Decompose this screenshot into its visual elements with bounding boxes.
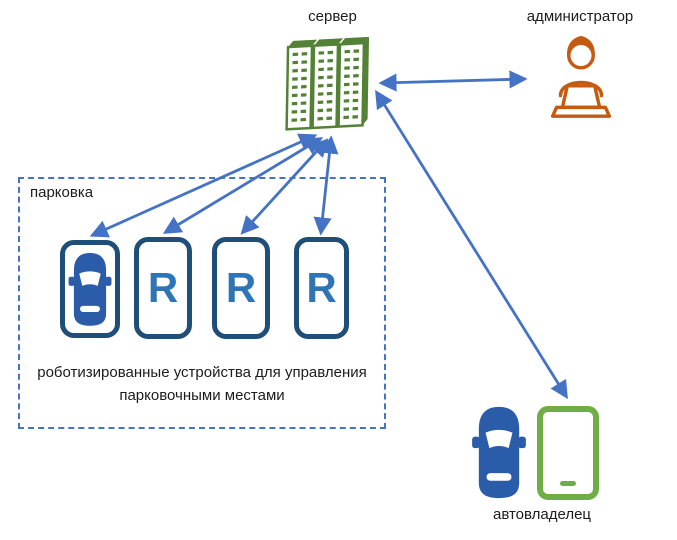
server-label: сервер (308, 8, 357, 25)
smartphone-home-dash (560, 481, 576, 486)
parking-zone (18, 177, 386, 429)
parking-spot-occupied (60, 240, 120, 338)
administrator-icon (537, 30, 625, 128)
robot-label: R (147, 264, 179, 311)
administrator-label: администратор (526, 8, 634, 25)
robot-label: R (225, 264, 257, 311)
parking-caption-line1: роботизированные устройства для управлен… (37, 364, 367, 381)
parking-spot-robot-2: R (212, 237, 270, 339)
arrow-server-spot-4 (313, 135, 339, 236)
smartphone-icon (537, 406, 599, 500)
arrow-server-owner (375, 89, 568, 400)
car-icon (472, 406, 526, 499)
owner-label: автовладелец (492, 506, 592, 523)
robot-label: R (306, 264, 337, 311)
parking-spot-robot-3: R (294, 237, 349, 339)
car-icon (68, 252, 112, 326)
arrow-server-spot-3 (240, 138, 329, 235)
smartphone-body (537, 406, 599, 500)
server-icon (283, 28, 375, 134)
owner-car-icon (470, 404, 528, 500)
parking-label: парковка (30, 184, 94, 201)
arrow-server-administrator (378, 70, 528, 92)
parking-caption-line2: парковочными местами (119, 387, 285, 404)
parking-spot-robot-1: R (134, 237, 192, 339)
